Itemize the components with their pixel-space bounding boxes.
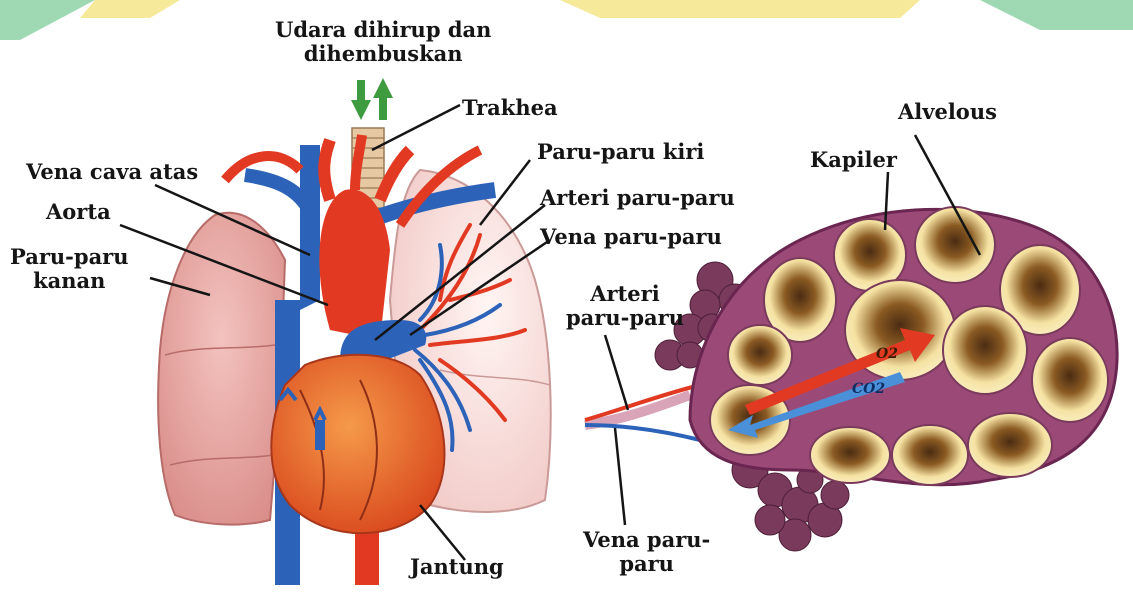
right-lung-label-line1: Paru-paru bbox=[10, 245, 129, 269]
aorta-label: Aorta bbox=[46, 200, 111, 224]
aorta bbox=[319, 189, 390, 340]
pulmonary-artery-label: Arteri paru-paru bbox=[540, 186, 735, 210]
alveolar-vein-label-line1: Vena paru- bbox=[583, 528, 710, 552]
left-lung-label: Paru-paru kiri bbox=[537, 140, 704, 164]
trachea-label: Trakhea bbox=[462, 96, 558, 120]
alveolar-artery-label-line1: Arteri bbox=[566, 282, 684, 306]
top-banner bbox=[0, 0, 1133, 40]
vena-cava-label: Vena cava atas bbox=[26, 160, 198, 184]
alveolar-vein-label: Vena paru- paru bbox=[583, 528, 710, 576]
air-label-line2: dihembuskan bbox=[275, 42, 491, 66]
right-lung-label: Paru-paru kanan bbox=[10, 245, 129, 293]
pulmonary-vein-label: Vena paru-paru bbox=[540, 225, 722, 249]
heart bbox=[271, 355, 444, 533]
co2-label: CO2 bbox=[852, 377, 885, 401]
heart-label: Jantung bbox=[410, 555, 504, 579]
right-lung bbox=[158, 213, 285, 525]
alveolus-label: Alvelous bbox=[898, 100, 997, 124]
airflow-arrows bbox=[351, 78, 393, 120]
capillary-label: Kapiler bbox=[810, 148, 897, 172]
o2-label: O2 bbox=[876, 342, 898, 366]
alveolar-artery-label-line2: paru-paru bbox=[566, 306, 684, 330]
air-label-line1: Udara dihirup dan bbox=[275, 18, 491, 42]
right-lung-label-line2: kanan bbox=[10, 269, 129, 293]
alveolar-artery-label: Arteri paru-paru bbox=[566, 282, 684, 330]
alveolar-vein-label-line2: paru bbox=[583, 552, 710, 576]
air-label: Udara dihirup dan dihembuskan bbox=[275, 18, 491, 66]
